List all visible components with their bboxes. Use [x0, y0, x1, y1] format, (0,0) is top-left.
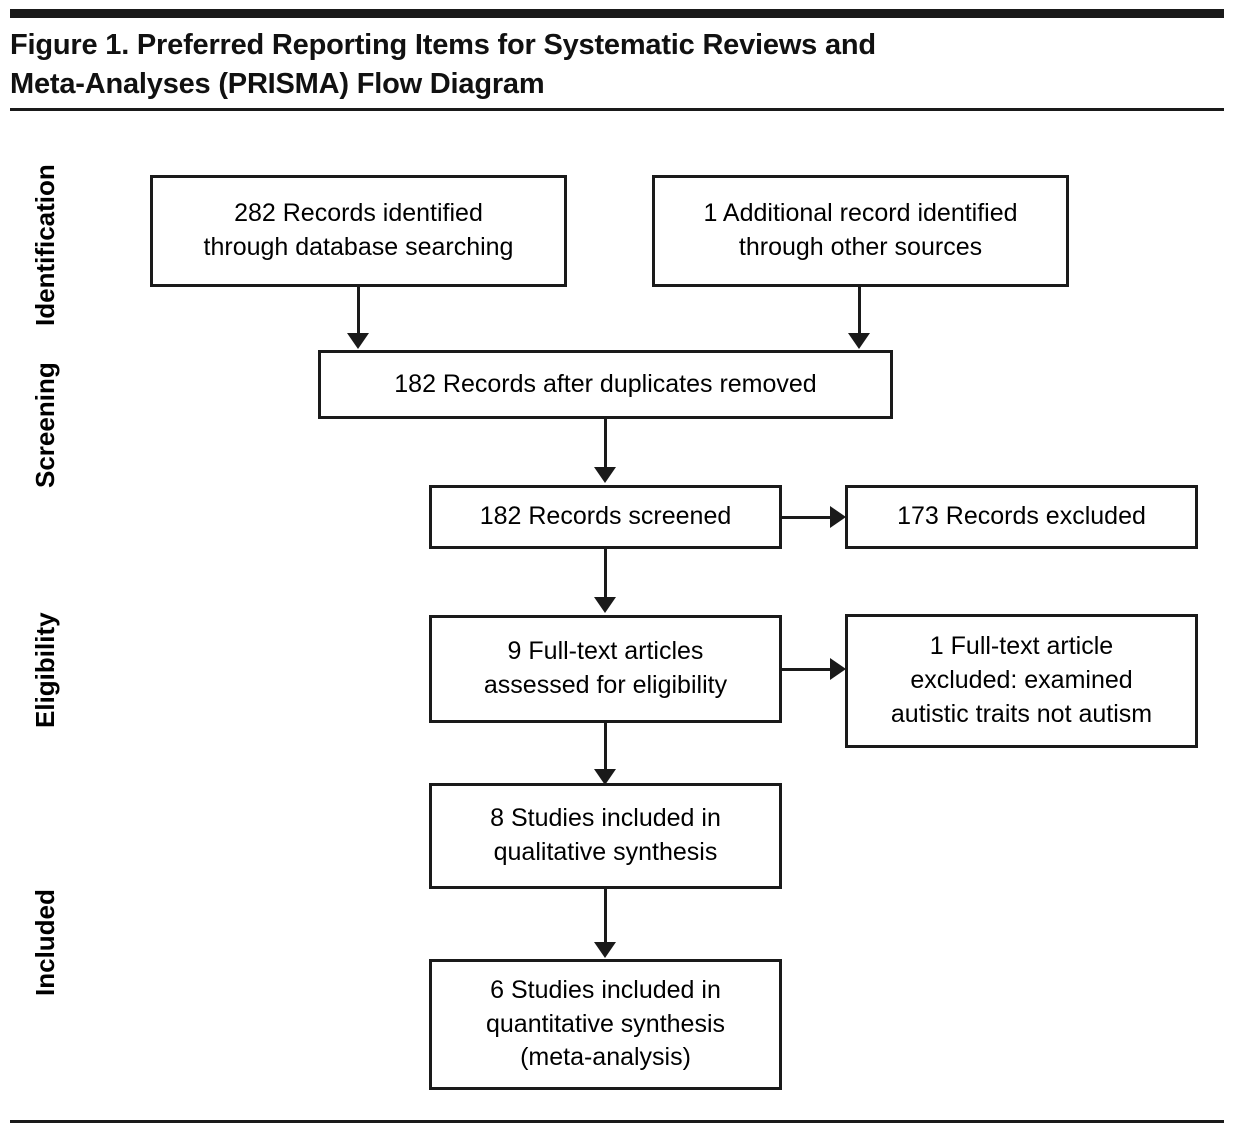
arrowhead-screened-to-fulltext: [594, 597, 616, 613]
connector-fulltext-to-excluded: [782, 668, 832, 671]
node-records-excluded: 173 Records excluded: [845, 485, 1198, 549]
stage-label-screening: Screening: [30, 362, 60, 488]
connector-identified-to-duplicates: [357, 287, 360, 335]
footer-border-rule: [10, 1120, 1224, 1123]
stage-label-identification: Identification: [30, 164, 60, 326]
arrowhead-qualitative-to-quantitative: [594, 942, 616, 958]
header-divider-rule: [10, 108, 1224, 111]
node-records-identified: 282 Records identified through database …: [150, 175, 567, 287]
connector-qualitative-to-quantitative: [604, 889, 607, 944]
node-fulltext-assessed: 9 Full-text articles assessed for eligib…: [429, 615, 782, 723]
arrowhead-fulltext-to-excluded: [830, 658, 846, 680]
node-fulltext-excluded: 1 Full-text article excluded: examined a…: [845, 614, 1198, 748]
connector-duplicates-to-screened: [604, 419, 607, 469]
arrowhead-identified-to-duplicates: [347, 333, 369, 349]
node-records-screened: 182 Records screened: [429, 485, 782, 549]
connector-additional-to-duplicates: [858, 287, 861, 335]
stage-label-included: Included: [30, 889, 60, 996]
arrowhead-additional-to-duplicates: [848, 333, 870, 349]
connector-fulltext-to-qualitative: [604, 723, 607, 771]
node-additional-records: 1 Additional record identified through o…: [652, 175, 1069, 287]
figure-title: Figure 1. Preferred Reporting Items for …: [10, 29, 876, 100]
node-qualitative-synthesis: 8 Studies included in qualitative synthe…: [429, 783, 782, 889]
node-quantitative-synthesis: 6 Studies included in quantitative synth…: [429, 959, 782, 1090]
stage-label-eligibility: Eligibility: [30, 612, 60, 728]
top-border-rule: [10, 9, 1224, 18]
arrowhead-screened-to-excluded: [830, 506, 846, 528]
connector-screened-to-fulltext: [604, 549, 607, 599]
node-duplicates-removed: 182 Records after duplicates removed: [318, 350, 893, 419]
arrowhead-duplicates-to-screened: [594, 467, 616, 483]
connector-screened-to-excluded: [782, 516, 832, 519]
arrowhead-fulltext-to-qualitative: [594, 769, 616, 785]
